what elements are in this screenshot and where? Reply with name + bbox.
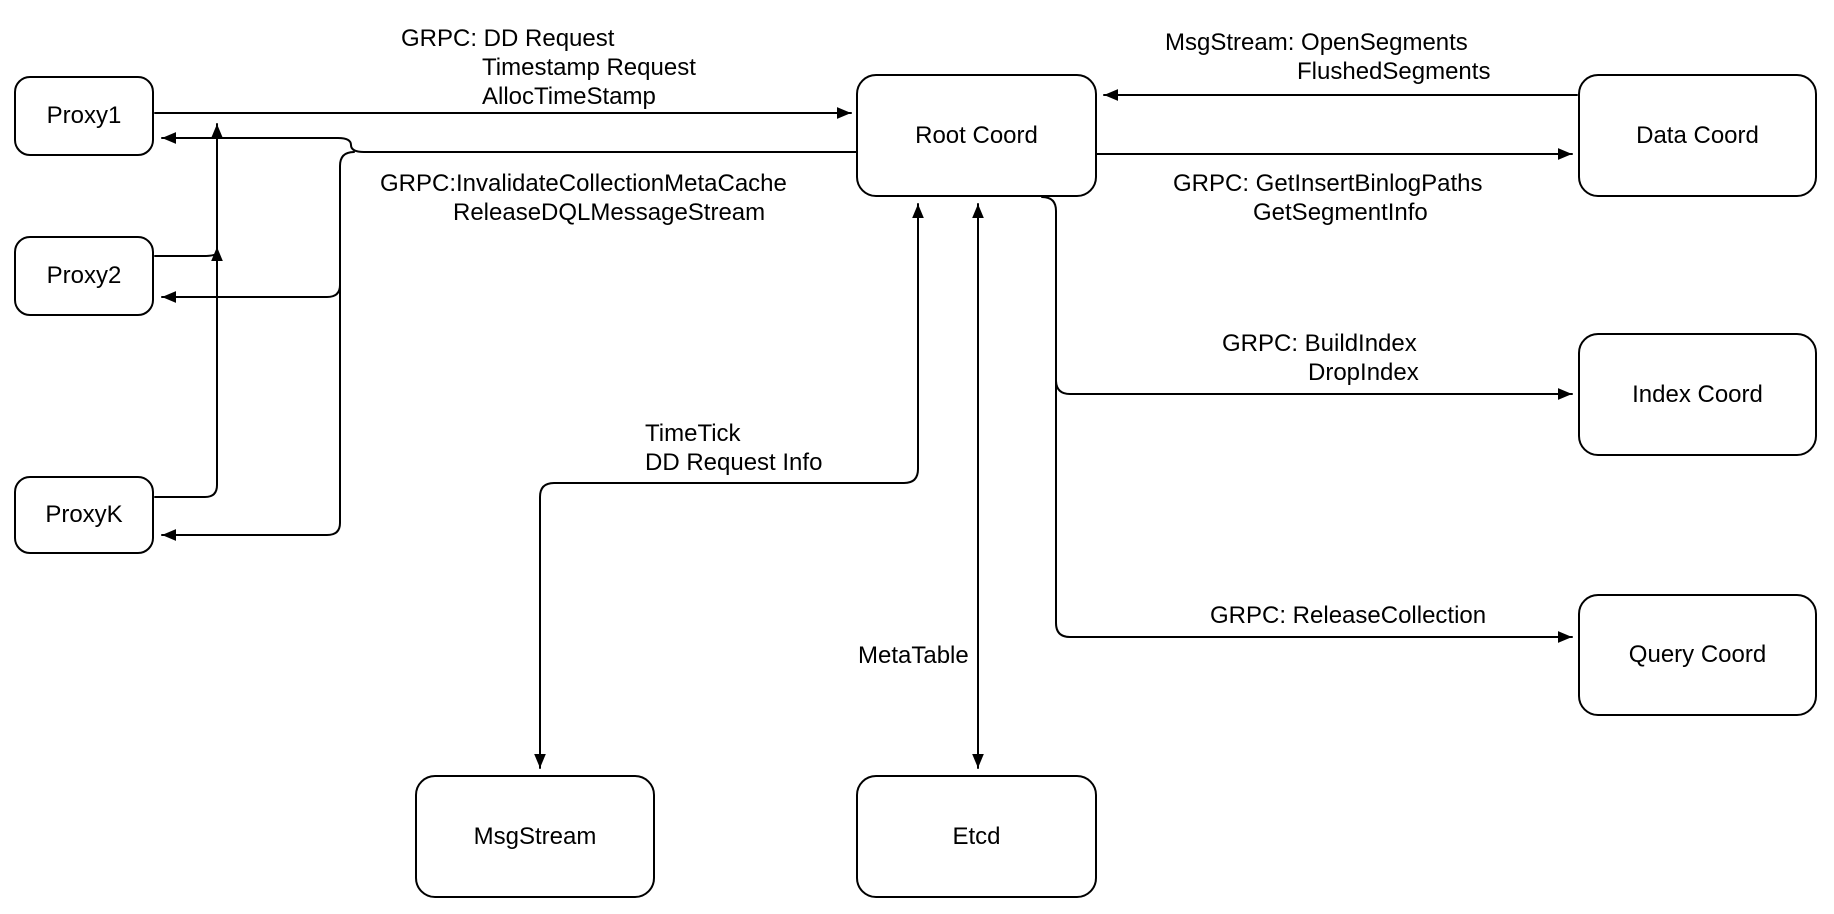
edge-rootcoord-to-querycoord [1055,299,1573,643]
edge-label-root-to-msgstream-line1: TimeTick [645,420,741,447]
node-proxy2-label: Proxy2 [46,262,122,289]
node-etcd-label: Etcd [952,822,1001,850]
edge-proxy2-merge-up [154,246,223,261]
node-query-coord-label: Query Coord [1628,641,1767,668]
edge-label-proxies-to-root-line3: AllocTimeStamp [482,83,656,110]
edge-rootcoord-to-proxy1 [161,132,857,153]
edge-label-root-to-index-line2: DropIndex [1308,359,1419,386]
node-proxyk: ProxyK [14,476,154,554]
edge-label-root-to-msgstream-line2: DD Request Info [645,449,823,476]
node-msgstream-label: MsgStream [473,822,597,850]
edge-label-proxies-to-root-line2: Timestamp Request [482,54,696,81]
edge-rootcoord-to-proxyk [161,219,341,541]
node-data-coord-label: Data Coord [1636,121,1759,149]
edge-label-root-to-etcd-line1: MetaTable [858,642,969,669]
node-data-coord: Data Coord [1578,74,1817,197]
node-msgstream: MsgStream [415,775,655,898]
edge-msgstream-to-rootcoord [699,203,924,484]
edge-label-root-to-data-line1: GRPC: GetInsertBinlogPaths [1173,170,1483,197]
node-proxy1: Proxy1 [14,76,154,156]
edge-rootcoord-to-proxy2 [161,151,355,303]
node-query-coord: Query Coord [1578,594,1817,716]
node-root-coord: Root Coord [856,74,1097,197]
node-index-coord: Index Coord [1578,333,1817,456]
edge-label-root-to-data-line2: GetSegmentInfo [1253,199,1428,226]
edge-label-root-to-query-line1: GRPC: ReleaseCollection [1210,602,1487,629]
edge-label-data-to-root-line1: MsgStream: OpenSegments [1165,29,1468,56]
edge-rootcoord-to-msgstream [534,482,701,769]
node-root-coord-label: Root Coord [915,121,1038,149]
node-etcd: Etcd [856,775,1097,898]
node-index-coord-label: Index Coord [1632,380,1763,408]
edge-label-root-to-proxies-line1: GRPC:InvalidateCollectionMetaCache [380,170,787,197]
node-proxy1-label: Proxy1 [46,102,122,129]
edge-label-proxies-to-root-line1: GRPC: DD Request [401,25,615,52]
edge-label-root-to-index-line1: GRPC: BuildIndex [1222,330,1417,357]
edge-proxyk-merge-up [154,123,223,498]
edge-label-data-to-root-line2: FlushedSegments [1297,58,1491,85]
node-proxyk-label: ProxyK [45,501,123,528]
edge-label-root-to-proxies-line2: ReleaseDQLMessageStream [453,199,766,226]
node-proxy2: Proxy2 [14,236,154,316]
